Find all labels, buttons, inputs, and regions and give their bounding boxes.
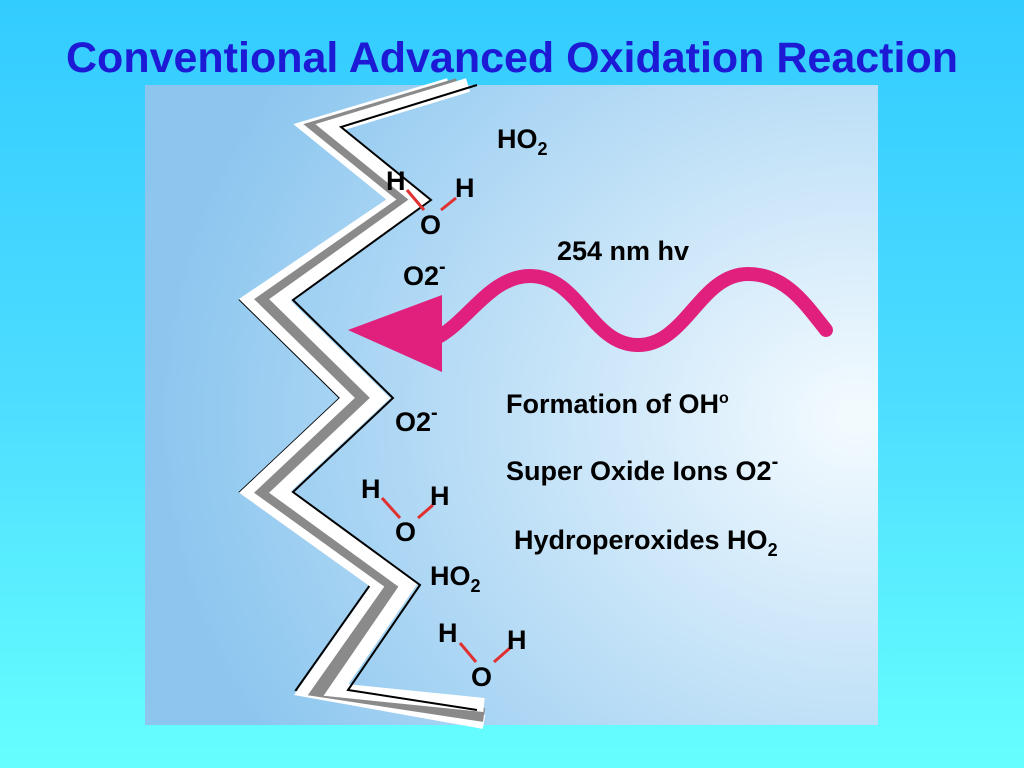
o2-label-lower: O2- [395, 402, 438, 437]
surface-strip-white-inner [269, 78, 485, 712]
note-formation: Formation of OHo [506, 389, 729, 419]
water-molecule-2: H H O [361, 474, 450, 547]
radiation-label: 254 nm hv [557, 236, 689, 266]
ho2-label-mid: HO2 [430, 561, 481, 596]
page-title: Conventional Advanced Oxidation Reaction [66, 34, 958, 82]
h-atom: H [361, 474, 381, 504]
o-atom: O [395, 517, 416, 547]
o-atom: O [471, 662, 492, 692]
h-atom: H [507, 625, 527, 655]
surface-strip-gray [254, 78, 486, 722]
water-molecule-3: H H O [438, 618, 527, 692]
h-atom: H [386, 166, 406, 196]
note-superoxide: Super Oxide Ions O2- [506, 451, 778, 486]
h-atom: H [438, 618, 458, 648]
h-atom: H [430, 481, 450, 511]
uv-radiation-arrow [348, 266, 833, 372]
wave-line [433, 266, 833, 353]
zigzag-surface [238, 78, 486, 729]
note-hydroperoxides: Hydroperoxides HO2 [514, 525, 778, 560]
water-molecule-1: H H O [386, 166, 475, 240]
reaction-panel [145, 85, 878, 725]
h-atom: H [455, 173, 475, 203]
ho2-label-top: HO2 [497, 124, 548, 159]
arrow-head [348, 295, 442, 372]
o2-label-upper: O2- [403, 256, 446, 291]
o-atom: O [420, 210, 441, 240]
surface-outline-inner [291, 84, 478, 711]
